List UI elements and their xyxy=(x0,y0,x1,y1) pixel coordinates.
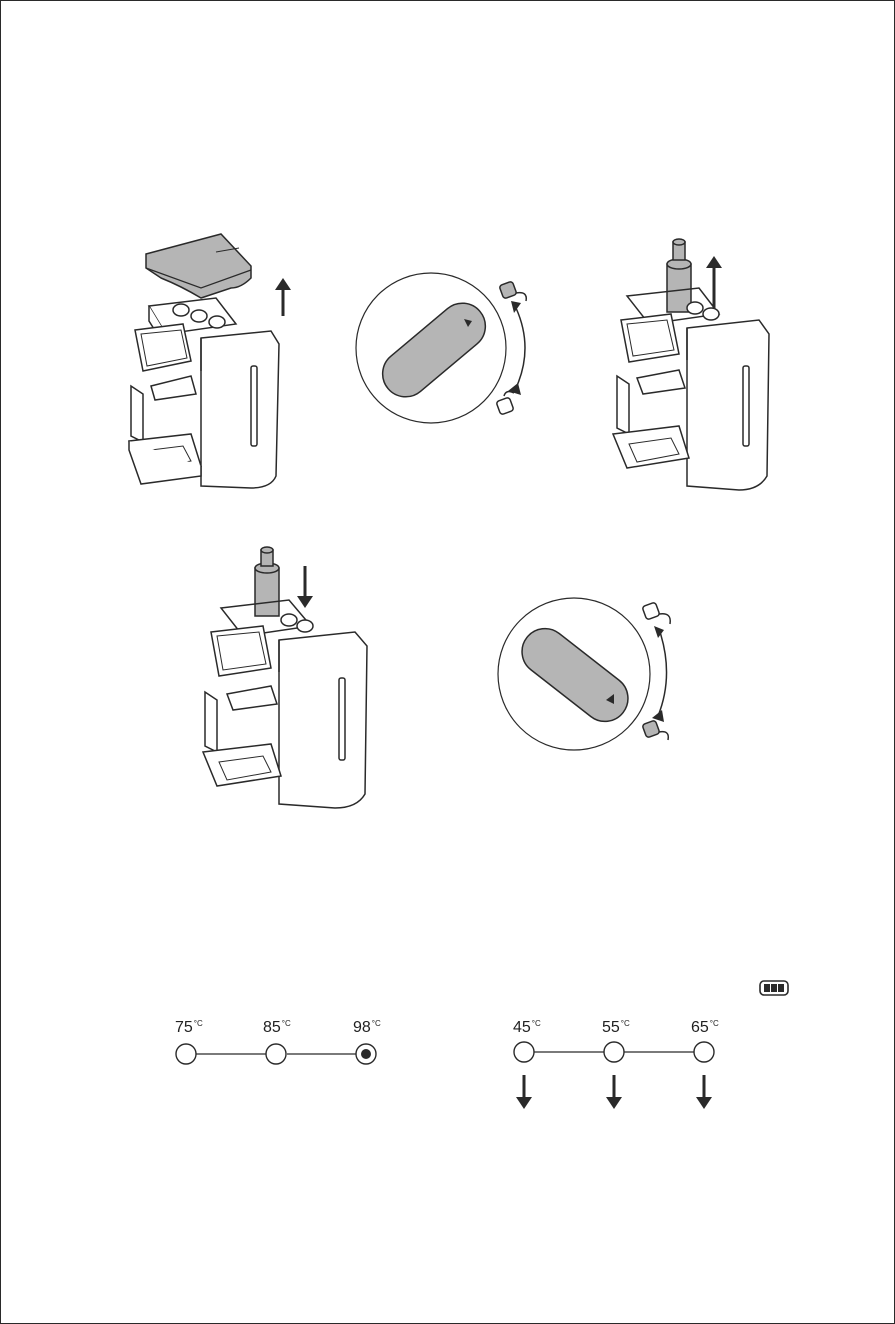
temp-option-75[interactable] xyxy=(176,1044,196,1064)
cup-icon xyxy=(496,392,514,415)
lid-illustration xyxy=(146,234,251,298)
coffee-machine-illustration xyxy=(613,288,769,490)
temp-label-75: 75°C xyxy=(175,1019,203,1037)
temp-option-45[interactable] xyxy=(514,1042,534,1062)
filter-cartridge xyxy=(667,239,691,312)
figure-lock-dial xyxy=(496,596,686,756)
figure-insert-filter xyxy=(197,546,377,811)
temperature-track-warm xyxy=(509,1039,721,1111)
arrow-down-icon xyxy=(696,1075,712,1109)
arrow-down-icon xyxy=(297,566,313,608)
arrow-down-icon xyxy=(606,1075,622,1109)
temp-option-55[interactable] xyxy=(604,1042,624,1062)
selected-dot xyxy=(361,1049,371,1059)
coffee-machine-illustration xyxy=(203,600,367,808)
temp-label-45: 45°C xyxy=(513,1019,541,1037)
battery-icon xyxy=(759,980,791,996)
figure-remove-filter xyxy=(609,236,779,496)
arrow-up-icon xyxy=(706,256,722,314)
temp-label-65: 65°C xyxy=(691,1019,719,1037)
figure-unlock-dial xyxy=(356,263,546,433)
cup-icon xyxy=(642,602,670,624)
temp-label-85: 85°C xyxy=(263,1019,291,1037)
temp-option-85[interactable] xyxy=(266,1044,286,1064)
temp-label-98: 98°C xyxy=(353,1019,381,1037)
temp-option-65[interactable] xyxy=(694,1042,714,1062)
coffee-machine-illustration xyxy=(129,298,279,488)
cup-icon xyxy=(499,281,526,301)
cup-icon xyxy=(642,720,668,740)
arrow-up-icon xyxy=(275,278,291,316)
arrow-down-icon xyxy=(516,1075,532,1109)
figure-remove-lid xyxy=(121,226,301,496)
temp-label-55: 55°C xyxy=(602,1019,630,1037)
filter-cartridge xyxy=(255,547,279,616)
temperature-track-hot xyxy=(171,1041,381,1067)
